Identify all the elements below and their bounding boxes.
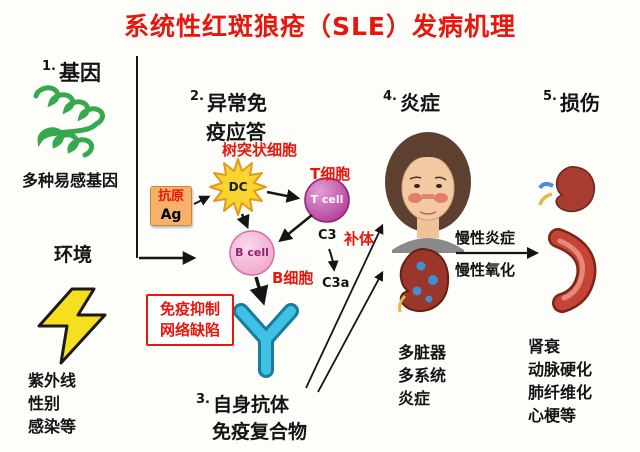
inflammation-caption-line: 炎症 [398, 389, 431, 408]
chronic-oxidation-label: 慢性氧化 [455, 261, 516, 279]
environment-factor: 紫外线 [28, 371, 77, 390]
environment-factor: 感染等 [28, 417, 77, 436]
section-inflammation-number: 4. [383, 89, 397, 104]
antigen-box: 抗原 Ag [150, 186, 192, 226]
damaged-kidney-icon [538, 166, 596, 213]
section-immune-number: 2. [190, 89, 204, 104]
section-inflammation-header: 4. 炎症 [383, 87, 440, 116]
arrow-antigen-to-dc [193, 195, 211, 206]
environment-factor: 性别 [28, 394, 61, 413]
arrow-tcell-to-bcell [278, 214, 313, 243]
bcell-cn-label: B细胞 [272, 269, 314, 287]
arrow-dc-to-tcell [266, 189, 301, 203]
arrow-c3-to-c3a [327, 248, 339, 272]
blood-vessel-icon [548, 228, 597, 313]
damage-outcomes: 肾衰 动脉硬化 肺纤维化 心梗等 [528, 335, 592, 427]
damage-outcome: 肺纤维化 [528, 383, 593, 402]
autoantibody-line2: 免疫复合物 [212, 421, 308, 443]
environment-label: 环境 [54, 244, 93, 266]
arrow-complex-to-kidney [317, 270, 384, 393]
damage-outcome: 心梗等 [528, 406, 577, 425]
section-genes-header: 1. 基因 [42, 57, 101, 87]
defect-line1: 免疫抑制 [159, 300, 220, 318]
immune-defect-box: 免疫抑制 网络缺陷 [146, 294, 234, 346]
section-damage-label: 损伤 [559, 91, 600, 115]
tcell-cn-label: T细胞 [310, 165, 351, 183]
defect-line2: 网络缺陷 [159, 321, 220, 339]
inflammation-caption-line: 多系统 [398, 366, 447, 385]
section-immune-label-line1: 异常免 [206, 91, 267, 115]
c3a-label: C3a [322, 276, 350, 291]
inflamed-kidney-icon [398, 247, 450, 313]
antibody-icon [233, 303, 299, 378]
section-damage-header: 5. 损伤 [543, 87, 600, 116]
section-autoantibody-number: 3. [196, 392, 210, 407]
dendritic-cell-label: 树突状细胞 [222, 141, 298, 159]
damage-outcome: 动脉硬化 [528, 360, 593, 379]
section-genes-label: 基因 [58, 61, 101, 85]
gene-coil-icon [33, 85, 105, 158]
section-damage-number: 5. [543, 89, 557, 104]
page-title: 系统性红斑狼疮（SLE）发病机理 [123, 12, 516, 41]
inflammation-caption-line: 多脏器 [398, 343, 447, 362]
tcell-en-label: T cell [310, 193, 344, 206]
patient-face-icon [385, 132, 471, 253]
t-cell-icon [304, 177, 350, 223]
section-genes-number: 1. [42, 59, 56, 74]
environment-factors: 紫外线 性别 感染等 [28, 369, 76, 438]
dc-abbr-label: DC [228, 180, 248, 194]
inflammation-caption: 多脏器 多系统 炎症 [398, 341, 446, 410]
section-inflammation-label: 炎症 [399, 91, 440, 115]
section-autoantibody-header: 3. 自身抗体 免疫复合物 [196, 390, 307, 444]
arrow-dc-to-bcell [236, 213, 250, 230]
antigen-abbr-label: Ag [160, 207, 182, 223]
complement-label: 补体 [344, 230, 375, 248]
autoantibody-line1: 自身抗体 [212, 394, 289, 416]
dendritic-cell-icon [209, 158, 267, 216]
lightning-icon [37, 287, 107, 365]
arrow-bcell-to-antibody [249, 276, 269, 306]
genes-caption: 多种易感基因 [22, 171, 119, 190]
damage-outcome: 肾衰 [528, 337, 561, 356]
arrow-complex-to-face [305, 223, 384, 389]
section-immune-header: 2. 异常免 疫应答 [190, 87, 267, 145]
c3-label: C3 [318, 228, 337, 243]
bcell-en-label: B cell [235, 246, 269, 259]
antigen-cn-label: 抗原 [157, 189, 184, 204]
chronic-inflammation-label: 慢性炎症 [455, 229, 516, 247]
b-cell-icon [229, 230, 275, 276]
section-immune-label-line2: 疫应答 [206, 120, 266, 144]
